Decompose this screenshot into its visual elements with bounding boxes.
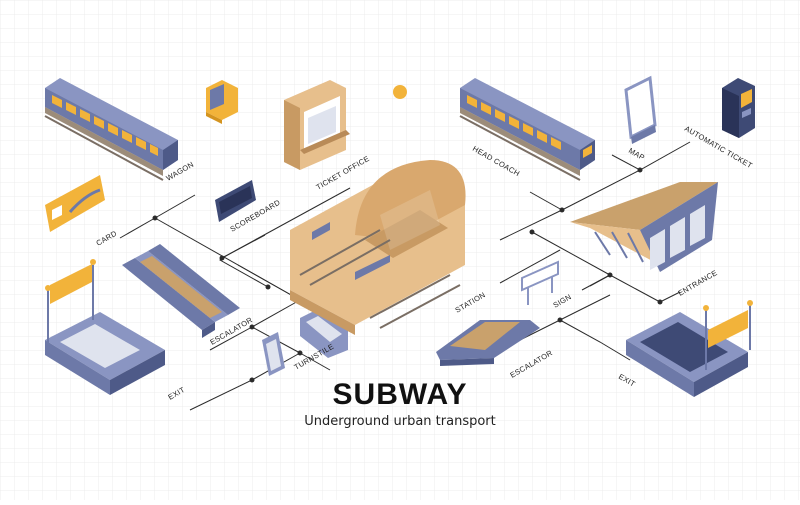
connector-station-branch [531, 231, 611, 276]
ticket-office-illustration [284, 80, 350, 170]
station-illustration [290, 160, 466, 335]
connector-turnstile [299, 352, 331, 371]
head-coach-illustration [459, 78, 595, 181]
coin-icon [393, 85, 407, 99]
page-subtitle: Underground urban transport [304, 414, 496, 429]
ticket-terminal-illustration [206, 80, 238, 124]
wagon-illustration [44, 78, 178, 181]
card-illustration [45, 175, 105, 232]
scoreboard-illustration [215, 180, 256, 222]
escalator-left-illustration [122, 244, 240, 338]
page-title: SUBWAY [332, 378, 468, 411]
connector-station [499, 249, 561, 284]
entrance-illustration [570, 182, 718, 272]
escalator-right-illustration [436, 320, 540, 366]
connector-head-coach [499, 209, 563, 241]
automatic-ticket-machine-illustration [722, 78, 755, 138]
turnstile-illustration [262, 308, 348, 376]
connector-wagon [154, 194, 196, 219]
sign-illustration [521, 260, 559, 305]
connector-card [119, 217, 156, 239]
connector-dots [152, 167, 663, 383]
exit-right-illustration [626, 300, 753, 397]
connector-ticket-office [221, 187, 351, 259]
connector-exit-right [559, 319, 631, 361]
map-stand-illustration [624, 75, 657, 144]
exit-left-illustration [45, 259, 165, 395]
